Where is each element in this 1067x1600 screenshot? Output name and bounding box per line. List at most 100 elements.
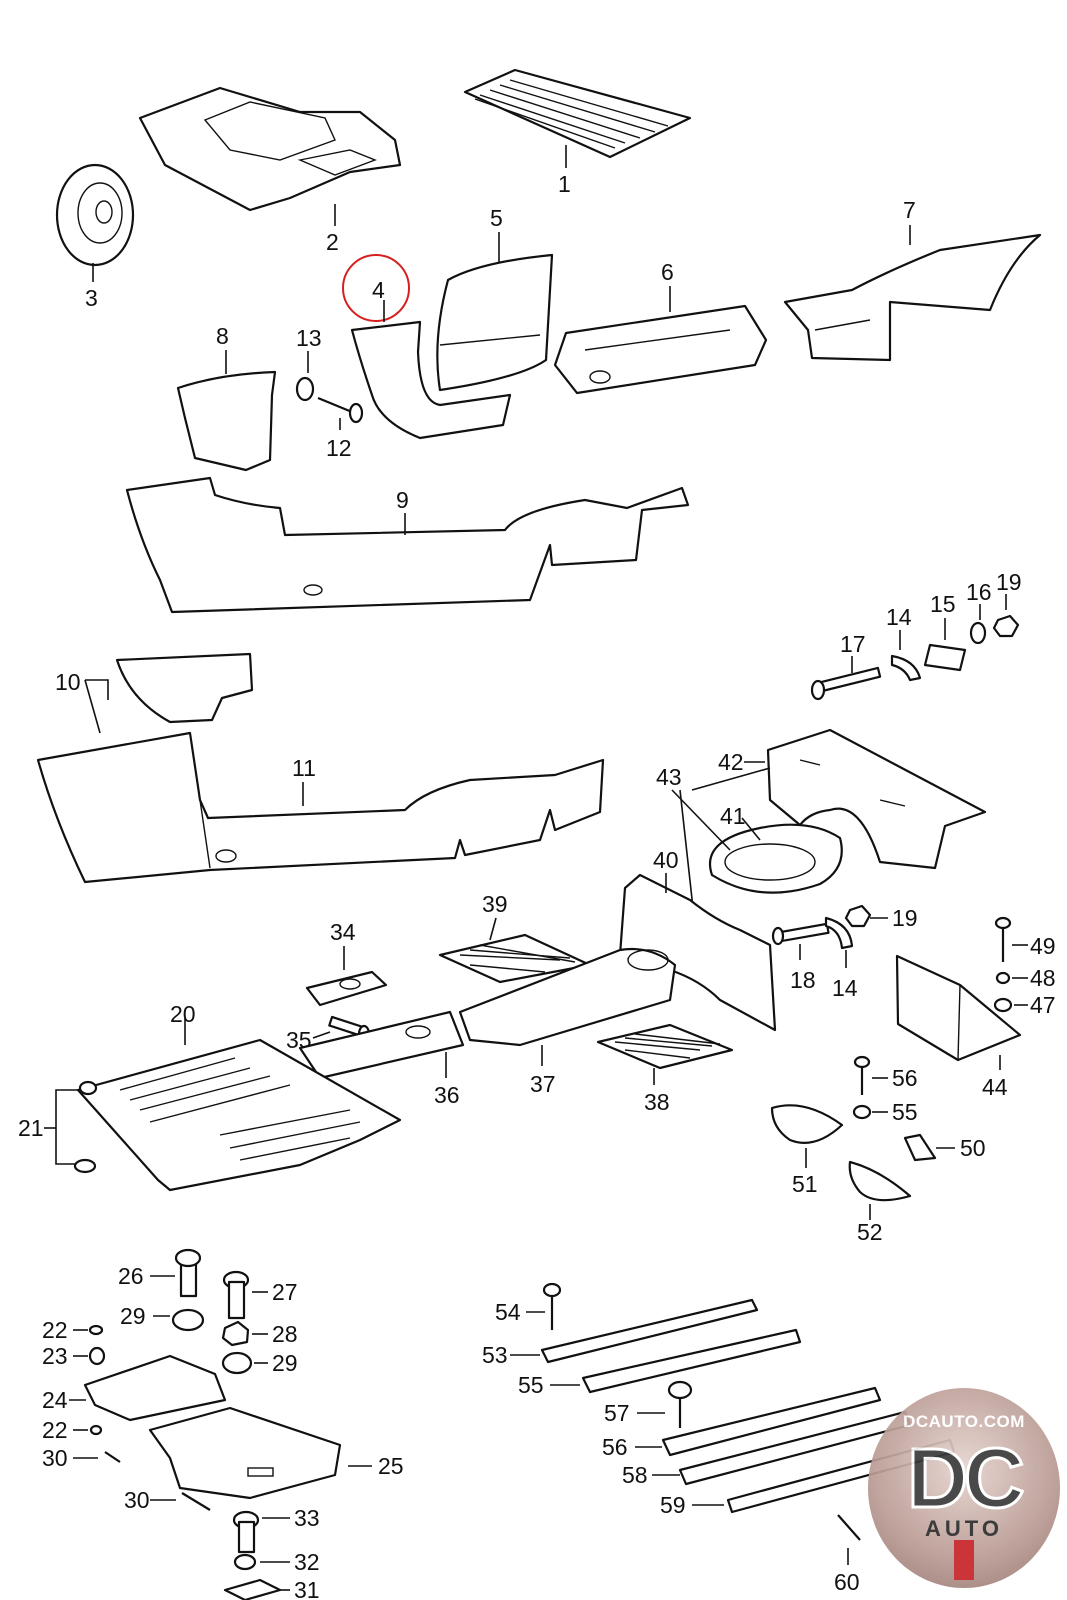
part-9-tunnel-carpet[interactable] xyxy=(125,476,690,614)
part-49-half-grommet[interactable] xyxy=(770,1104,844,1144)
callout-17: 17 xyxy=(840,631,866,657)
dcauto-logo: DCAUTO.COM DC AUTO xyxy=(868,1388,1060,1588)
part-8-trim-piece[interactable] xyxy=(176,370,277,472)
callout-44: 44 xyxy=(982,1074,1008,1100)
part-3-spare-wheel-cover[interactable] xyxy=(55,163,135,267)
part-41-arch-cover[interactable] xyxy=(708,823,843,894)
part-22-clip-a[interactable] xyxy=(88,1324,104,1336)
part-57-screw[interactable] xyxy=(667,1380,693,1428)
part-36-channel[interactable] xyxy=(298,1010,465,1080)
part-37-tunnel[interactable] xyxy=(458,947,677,1047)
part-14-bracket-lower[interactable] xyxy=(824,916,854,950)
callout-15: 15 xyxy=(930,591,956,617)
part-54-screw[interactable] xyxy=(542,1282,562,1330)
part-7-wheel-arch-liner[interactable] xyxy=(783,233,1042,362)
callout-55: 55 xyxy=(518,1372,544,1398)
part-56-strip[interactable] xyxy=(661,1386,882,1457)
callout-47: 49 xyxy=(1030,933,1056,959)
part-13-grommet[interactable] xyxy=(295,376,315,402)
callout-29b: 29 xyxy=(272,1350,298,1376)
part-24-floor-panel[interactable] xyxy=(83,1354,227,1422)
part-5-door-panel[interactable] xyxy=(436,253,554,392)
callout-53: 53 xyxy=(482,1342,508,1368)
part-15-plate[interactable] xyxy=(923,643,967,672)
logo-mark-text: DC xyxy=(906,1430,1026,1527)
callout-59: 59 xyxy=(660,1492,686,1518)
callout-21: 21 xyxy=(18,1115,44,1141)
callout-28: 28 xyxy=(272,1321,298,1347)
part-2-trunk-liner[interactable] xyxy=(138,86,402,212)
callout-37: 37 xyxy=(530,1071,556,1097)
part-31-plate[interactable] xyxy=(223,1578,282,1600)
callout-30a: 30 xyxy=(42,1445,68,1471)
part-20-front-floor-mat[interactable] xyxy=(76,1038,402,1192)
callout-39: 39 xyxy=(482,891,508,917)
part-53-strip[interactable] xyxy=(540,1298,759,1364)
part-38-mat[interactable] xyxy=(596,1023,734,1070)
part-47-screw[interactable] xyxy=(994,916,1012,962)
part-60-screw[interactable] xyxy=(837,1514,861,1541)
callout-51: 55 xyxy=(892,1099,918,1125)
callout-34: 34 xyxy=(330,919,356,945)
part-48-clip[interactable] xyxy=(903,1133,937,1162)
callout-36: 36 xyxy=(434,1082,460,1108)
callout-14b: 14 xyxy=(832,975,858,1001)
part-14-bracket-upper[interactable] xyxy=(890,654,922,682)
callout-46: 48 xyxy=(1030,965,1056,991)
callout-8: 8 xyxy=(216,323,229,349)
callout-19a: 19 xyxy=(996,569,1022,595)
callout-45: 47 xyxy=(1030,992,1056,1018)
part-34-grommet-plate[interactable] xyxy=(305,970,388,1007)
part-6-sill-cover[interactable] xyxy=(553,304,768,395)
part-11-floor-carpet[interactable] xyxy=(36,731,605,884)
part-4-side-trim-panel[interactable] xyxy=(350,320,512,440)
part-50-half-grommet[interactable] xyxy=(848,1160,912,1202)
part-16-washer[interactable] xyxy=(969,621,987,645)
callout-10: 10 xyxy=(55,669,81,695)
part-27-bolt[interactable] xyxy=(222,1270,250,1320)
callout-22b: 22 xyxy=(42,1417,68,1443)
part-12-screw[interactable] xyxy=(317,396,364,424)
callout-33: 33 xyxy=(294,1505,320,1531)
callout-60: 60 xyxy=(834,1569,860,1595)
part-23-grommet[interactable] xyxy=(88,1346,106,1366)
callout-7: 7 xyxy=(903,197,916,223)
callout-2: 2 xyxy=(326,229,339,255)
part-1-floor-mat[interactable] xyxy=(463,68,692,159)
part-46-clip[interactable] xyxy=(995,971,1011,985)
callout-19b: 19 xyxy=(892,905,918,931)
part-30-clip-a[interactable] xyxy=(104,1451,121,1463)
part-42-rear-liner[interactable] xyxy=(766,728,987,870)
callout-14a: 14 xyxy=(886,604,912,630)
callout-6: 6 xyxy=(661,259,674,285)
part-18-bolt[interactable] xyxy=(771,922,830,946)
callout-40: 40 xyxy=(653,847,679,873)
part-25-floor-panel[interactable] xyxy=(148,1406,342,1500)
callout-1: 1 xyxy=(558,171,571,197)
part-33-bolt[interactable] xyxy=(232,1510,260,1554)
part-44-closeout-panel[interactable] xyxy=(895,954,1022,1062)
part-29-bushing-a[interactable] xyxy=(171,1308,205,1332)
callout-49: 51 xyxy=(792,1171,818,1197)
callout-41: 41 xyxy=(720,803,746,829)
part-26-bolt[interactable] xyxy=(174,1248,202,1298)
part-19-nut-upper[interactable] xyxy=(992,614,1020,638)
part-51-washer[interactable] xyxy=(852,1104,872,1120)
part-17-bolt[interactable] xyxy=(810,666,882,701)
callout-16: 16 xyxy=(966,579,992,605)
part-10-carpet-section[interactable] xyxy=(115,652,254,724)
part-30-clip-b[interactable] xyxy=(181,1492,211,1511)
part-52-screw[interactable] xyxy=(853,1055,871,1095)
callout-18: 18 xyxy=(790,967,816,993)
part-19-nut-lower[interactable] xyxy=(844,904,872,928)
part-28-nut[interactable] xyxy=(221,1320,250,1347)
part-45-washer[interactable] xyxy=(993,997,1013,1013)
part-22-clip-b[interactable] xyxy=(89,1424,103,1436)
part-29-bushing-b[interactable] xyxy=(221,1351,253,1375)
part-55-strip[interactable] xyxy=(581,1328,802,1394)
part-21-fasteners[interactable] xyxy=(73,1080,98,1174)
part-32-washer[interactable] xyxy=(233,1553,257,1571)
callout-52: 56 xyxy=(892,1065,918,1091)
callout-42: 42 xyxy=(718,749,744,775)
